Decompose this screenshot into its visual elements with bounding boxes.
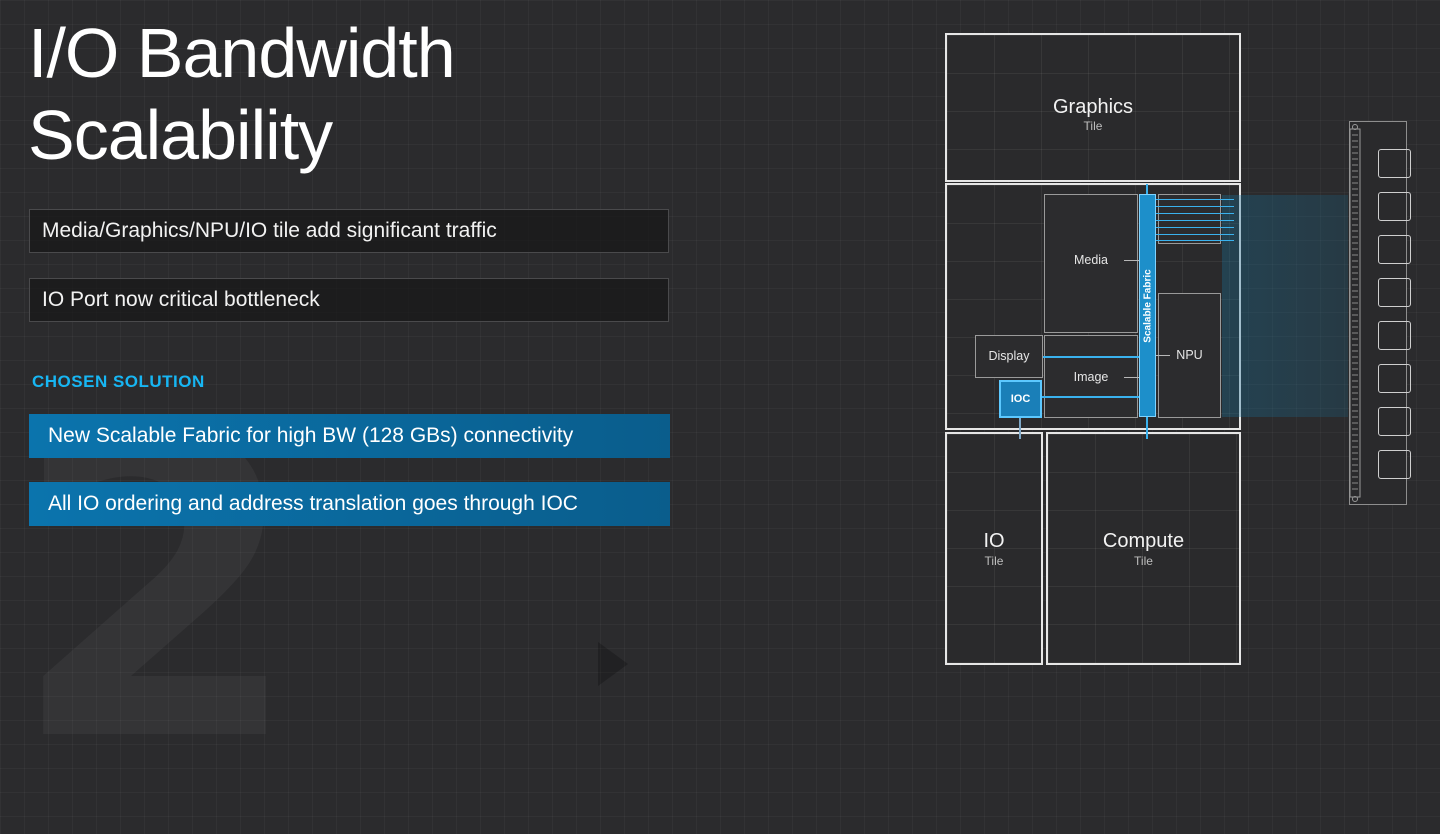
graphics-tile-name: Graphics <box>1052 96 1134 118</box>
media-label: Media <box>1073 253 1109 267</box>
npu-label: NPU <box>1176 348 1203 362</box>
dimm-chip <box>1378 364 1411 393</box>
memory-controller-block <box>1158 194 1221 244</box>
dimm-chip <box>1378 192 1411 221</box>
image-label: Image <box>1073 370 1109 384</box>
image-tick <box>1124 377 1139 378</box>
bullet-traffic: Media/Graphics/NPU/IO tile add significa… <box>29 209 669 253</box>
dimm-chip <box>1378 450 1411 479</box>
dimm-memory-icon <box>1349 121 1411 505</box>
ioc-block: IOC <box>999 380 1042 418</box>
section-label: CHOSEN SOLUTION <box>32 372 205 391</box>
graphics-tile: Graphics Tile <box>945 33 1241 182</box>
compute-tile-name: Compute <box>1102 530 1185 552</box>
display-fabric-link <box>1043 356 1139 358</box>
dimm-chip <box>1378 235 1411 264</box>
solution-fabric: New Scalable Fabric for high BW (128 GBs… <box>29 414 670 458</box>
memory-beam <box>1222 195 1348 417</box>
memory-link-line <box>1156 199 1234 200</box>
scalable-fabric-bar: Scalable Fabric <box>1139 194 1156 417</box>
image-block: Image <box>1044 335 1138 418</box>
display-block: Display <box>975 335 1043 378</box>
npu-tick <box>1156 355 1170 356</box>
io-tile: IO Tile <box>945 432 1043 665</box>
dimm-chip <box>1378 149 1411 178</box>
watermark-arrow-icon <box>598 642 628 686</box>
media-block: Media <box>1044 194 1138 333</box>
dimm-chip <box>1378 407 1411 436</box>
memory-link-line <box>1156 220 1234 221</box>
compute-fabric-link <box>1146 417 1148 439</box>
memory-link-line <box>1156 213 1234 214</box>
dimm-pins-icon <box>1349 124 1361 502</box>
compute-tile: Compute Tile <box>1046 432 1241 665</box>
bullet-bottleneck: IO Port now critical bottleneck <box>29 278 669 322</box>
title-line-1: I/O Bandwidth <box>28 14 456 92</box>
graphics-fabric-link <box>1146 184 1148 194</box>
io-ioc-link <box>1019 418 1021 439</box>
io-tile-sub: Tile <box>984 554 1004 568</box>
display-label: Display <box>988 349 1030 363</box>
io-tile-name: IO <box>983 530 1005 552</box>
dimm-chip <box>1378 321 1411 350</box>
ioc-fabric-link <box>1042 396 1139 398</box>
media-tick <box>1124 260 1139 261</box>
solution-ioc: All IO ordering and address translation … <box>29 482 670 526</box>
memory-link-line <box>1156 206 1234 207</box>
graphics-tile-sub: Tile <box>1083 119 1103 133</box>
title-line-2: Scalability <box>28 96 333 174</box>
slide-title: I/O Bandwidth Scalability <box>28 12 456 176</box>
memory-link-line <box>1156 240 1234 241</box>
memory-link-line <box>1156 227 1234 228</box>
dimm-chip <box>1378 278 1411 307</box>
scalable-fabric-label: Scalable Fabric <box>1142 268 1153 343</box>
compute-tile-sub: Tile <box>1134 554 1153 568</box>
memory-link-line <box>1156 234 1234 235</box>
